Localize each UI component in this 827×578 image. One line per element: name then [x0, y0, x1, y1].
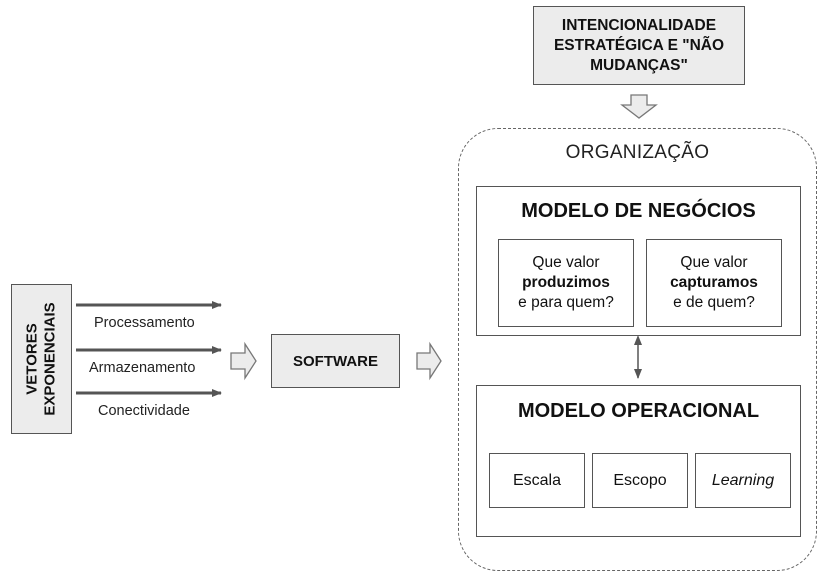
- produzimos-box: Que valor produzimos e para quem?: [498, 239, 634, 327]
- escopo-box: Escopo: [592, 453, 688, 508]
- escala-box: Escala: [489, 453, 585, 508]
- produzimos-bold: produzimos: [522, 274, 610, 291]
- organizacao-title: ORGANIZAÇÃO: [565, 142, 710, 163]
- escala-label: Escala: [512, 471, 562, 489]
- intencionalidade-line3: MUDANÇAS": [590, 56, 688, 74]
- intencionalidade-line1: INTENCIONALIDADE: [561, 16, 717, 34]
- block-arrow-to-organizacao: [416, 341, 442, 381]
- capturamos-bold: capturamos: [670, 274, 758, 291]
- vetores-exponenciais-box: VETORES EXPONENCIAIS: [11, 284, 72, 434]
- learning-box: Learning: [695, 453, 791, 508]
- learning-label: Learning: [711, 471, 775, 489]
- produzimos-line1: Que valor: [532, 254, 600, 271]
- vetores-line2: EXPONENCIAIS: [41, 302, 59, 416]
- flow-label-processamento: Processamento: [94, 315, 195, 331]
- capturamos-box: Que valor capturamos e de quem?: [646, 239, 782, 327]
- modelo-operacional-box: MODELO OPERACIONAL Escala Escopo Learnin…: [476, 385, 801, 537]
- escopo-label: Escopo: [613, 471, 667, 489]
- intencionalidade-box: INTENCIONALIDADE ESTRATÉGICA E "NÃO MUDA…: [533, 6, 745, 85]
- intencionalidade-line2: ESTRATÉGICA E "NÃO: [553, 36, 725, 54]
- software-label: SOFTWARE: [293, 352, 378, 370]
- produzimos-line3: e para quem?: [518, 294, 614, 311]
- flow-label-armazenamento: Armazenamento: [89, 360, 196, 376]
- flow-label-conectividade: Conectividade: [98, 403, 190, 419]
- capturamos-line3: e de quem?: [673, 294, 755, 311]
- vetores-line1: VETORES: [23, 323, 41, 395]
- block-arrow-down-intencionalidade: [620, 94, 658, 119]
- organizacao-container: [458, 128, 817, 571]
- software-box: SOFTWARE: [271, 334, 400, 388]
- modelo-negocios-title: MODELO DE NEGÓCIOS: [521, 200, 756, 222]
- capturamos-line1: Que valor: [680, 254, 748, 271]
- modelo-operacional-title: MODELO OPERACIONAL: [517, 400, 760, 422]
- modelo-negocios-box: MODELO DE NEGÓCIOS Que valor produzimos …: [476, 186, 801, 336]
- block-arrow-to-software: [230, 341, 257, 381]
- vetores-label: VETORES EXPONENCIAIS: [24, 302, 60, 415]
